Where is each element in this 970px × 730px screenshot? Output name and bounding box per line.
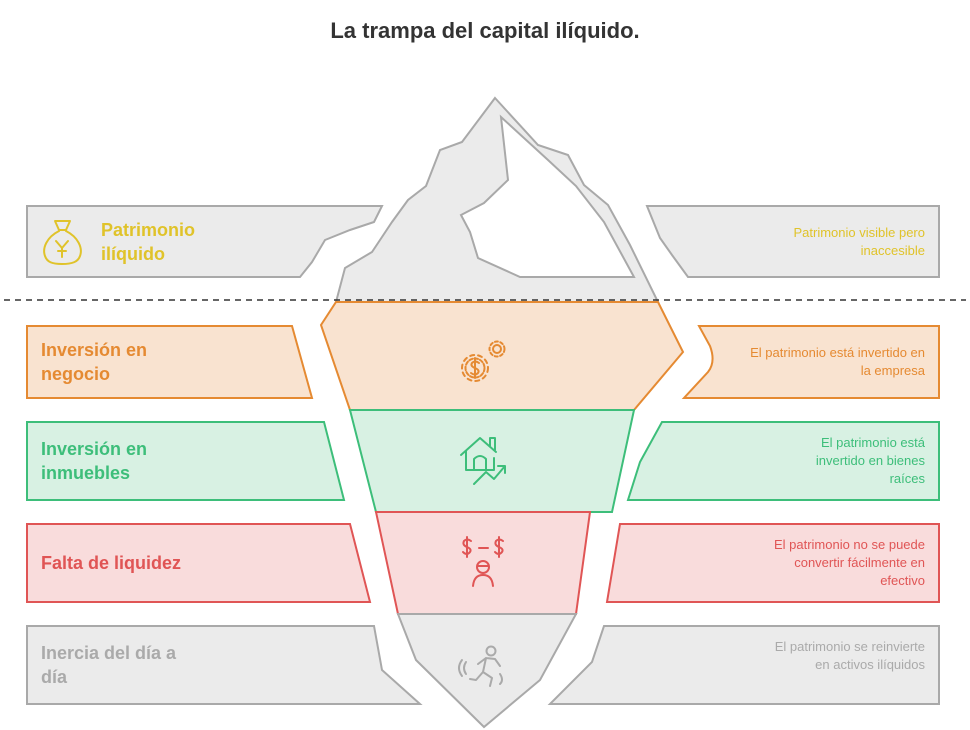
desc-inercia: El patrimonio se reinvierte en activos i…	[774, 639, 925, 672]
label-box-liquidez	[26, 523, 372, 603]
desc-box-inmuebles	[626, 421, 940, 501]
running-person-icon	[458, 645, 503, 687]
desc-box-liquidez	[605, 523, 940, 603]
gears-dollar-icon	[461, 340, 506, 382]
desc-box-patrimonio	[645, 205, 940, 278]
band-inercia	[396, 613, 578, 729]
label-box-inercia	[26, 625, 423, 705]
desc-liquidez: El patrimonio no se puede convertir fáci…	[773, 537, 925, 588]
label-box-patrimonio	[26, 205, 384, 278]
label-patrimonio: Patrimonio ilíquido	[101, 220, 196, 264]
label-box-negocio	[26, 325, 314, 399]
iceberg-snow	[459, 114, 636, 278]
desc-patrimonio: Patrimonio visible pero inaccesible	[793, 225, 925, 258]
desc-box-inercia	[547, 625, 940, 705]
band-negocio	[319, 301, 685, 411]
desc-inmuebles: El patrimonio está invertido en bienes r…	[815, 435, 925, 486]
cash-shortage-icon	[462, 536, 504, 587]
label-negocio: Inversión en negocio	[41, 340, 148, 384]
desc-negocio: El patrimonio está invertido en la empre…	[750, 345, 925, 378]
label-liquidez: Falta de liquidez	[41, 553, 182, 573]
label-inmuebles: Inversión en inmuebles	[41, 439, 148, 483]
band-liquidez	[374, 511, 592, 615]
label-box-inmuebles	[26, 421, 346, 501]
page-title: La trampa del capital ilíquido.	[330, 18, 640, 43]
house-growth-icon	[460, 437, 506, 485]
money-bag-icon	[43, 220, 82, 265]
label-inercia: Inercia del día a día	[41, 643, 177, 687]
desc-box-negocio	[681, 325, 940, 399]
band-inmuebles	[348, 409, 636, 513]
